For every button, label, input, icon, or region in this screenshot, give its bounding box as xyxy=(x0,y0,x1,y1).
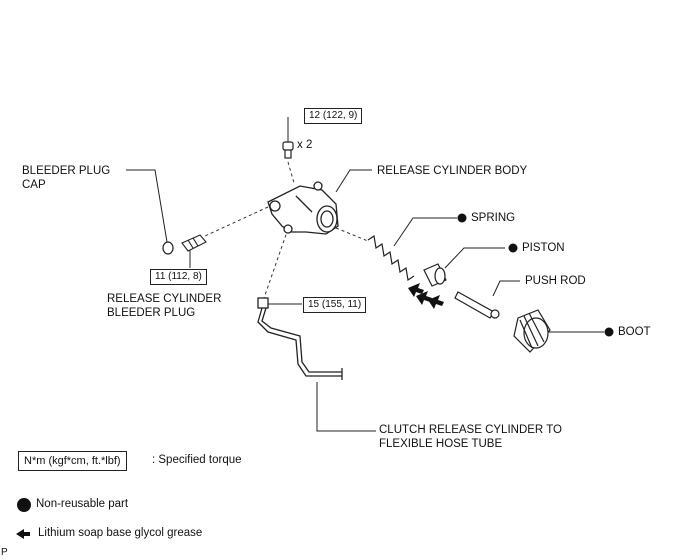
hose-tube-label-line2: FLEXIBLE HOSE TUBE xyxy=(379,438,503,450)
hose-tube-label-line1: CLUTCH RELEASE CYLINDER TO xyxy=(379,424,562,436)
bleeder-plug-label-line1: RELEASE CYLINDER xyxy=(107,293,222,305)
bleeder-torque-box: 11 (112, 8) xyxy=(150,269,207,285)
bleeder-plug-part xyxy=(181,234,207,252)
nonreusable-legend-text: Non-reusable part xyxy=(36,498,129,510)
assembly-lines xyxy=(204,161,369,299)
release-cylinder-body-part xyxy=(267,181,339,235)
leader-lines xyxy=(126,117,604,432)
piston-part xyxy=(423,263,447,287)
corner-mark: P xyxy=(1,547,8,558)
boot-nonreusable-icon xyxy=(604,327,614,337)
bleeder-cap-label-line2: CAP xyxy=(22,179,46,191)
push-rod-part xyxy=(454,291,500,319)
boot-label: BOOT xyxy=(618,326,651,338)
torque-legend-text: : Specified torque xyxy=(152,454,242,466)
tube-torque-box: 15 (155, 11) xyxy=(303,297,367,313)
spring-label: SPRING xyxy=(471,212,516,224)
boot-part xyxy=(513,309,551,353)
spring-part xyxy=(367,234,415,282)
piston-nonreusable-icon xyxy=(508,243,518,253)
grease-legend-text: Lithium soap base glycol grease xyxy=(38,527,203,539)
spring-nonreusable-icon xyxy=(457,213,467,223)
cylinder-body-label: RELEASE CYLINDER BODY xyxy=(377,165,528,177)
bolt-part xyxy=(282,141,294,159)
bleeder-plug-cap-part xyxy=(162,241,174,255)
torque-legend-box: N*m (kgf*cm, ft.*lbf) xyxy=(18,451,127,471)
piston-label: PISTON xyxy=(522,242,565,254)
push-rod-label: PUSH ROD xyxy=(525,275,586,287)
bolt-quantity: x 2 xyxy=(297,139,313,151)
grease-arrows xyxy=(408,283,444,309)
bleeder-plug-label-line2: BLEEDER PLUG xyxy=(107,307,196,319)
bleeder-cap-label-line1: BLEEDER PLUG xyxy=(22,165,111,177)
hose-tube-part xyxy=(257,297,343,380)
nonreusable-legend-icon xyxy=(17,498,31,512)
grease-legend-icon xyxy=(16,529,30,539)
bolt-torque-box: 12 (122, 9) xyxy=(304,108,363,124)
